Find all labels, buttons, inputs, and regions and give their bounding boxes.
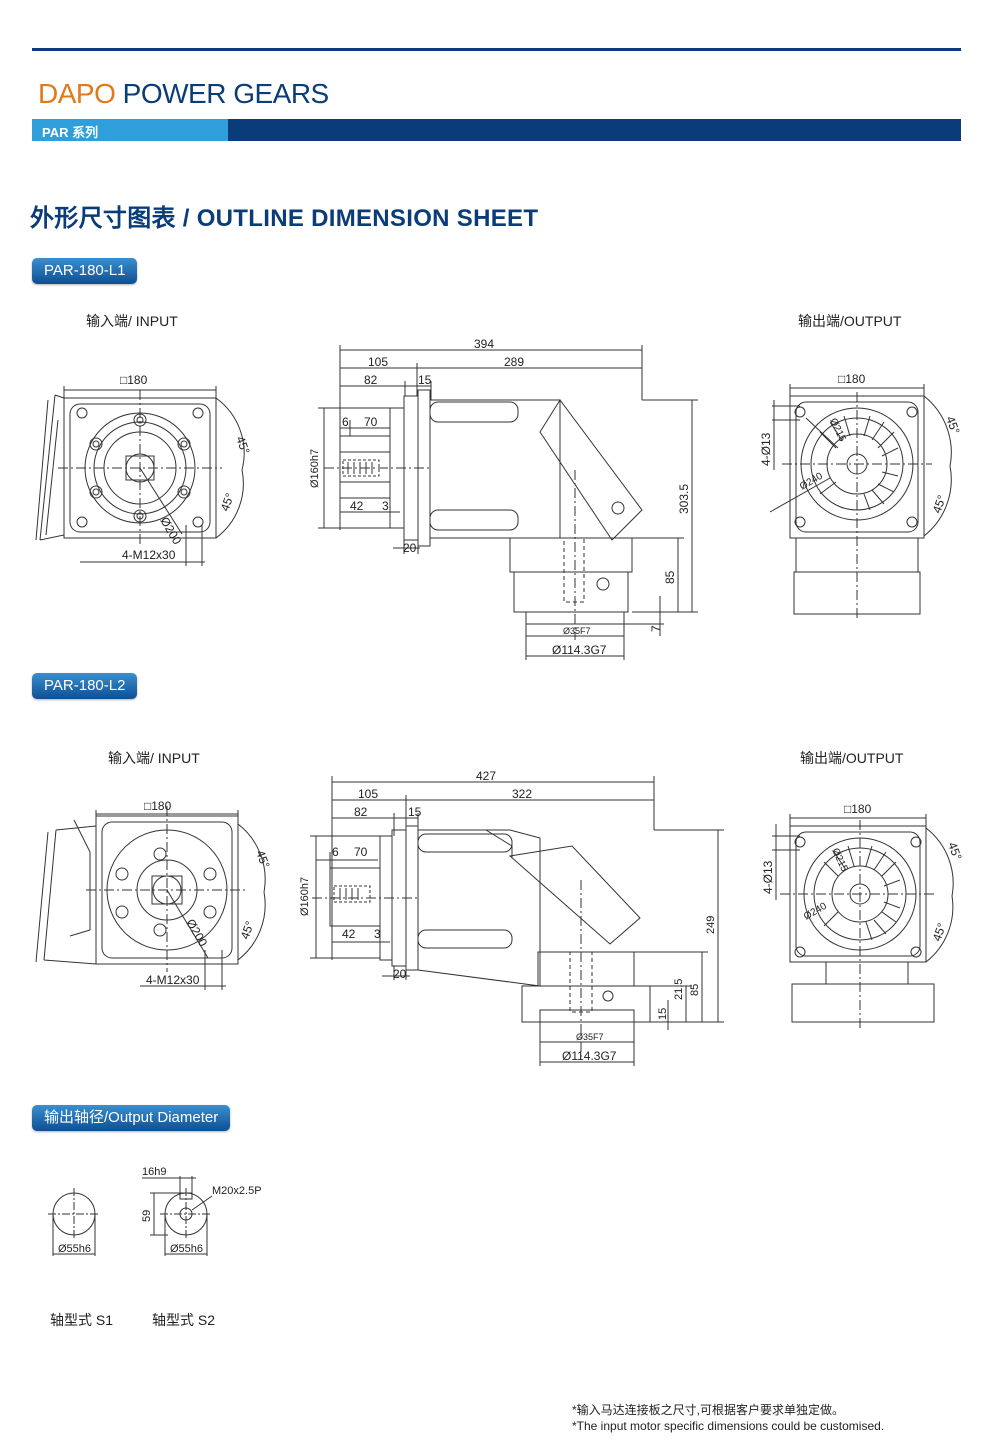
m2-pilot: Ø160h7 <box>299 877 311 916</box>
m2-len-6: 6 <box>332 845 339 859</box>
m1-len-82: 82 <box>364 373 378 387</box>
brand-part1: DAPO <box>38 78 116 109</box>
s1-dia: Ø55h6 <box>58 1243 91 1255</box>
m1-out-angle-b: 45° <box>930 493 949 515</box>
m1-len-3: 3 <box>382 499 389 513</box>
m2-out-square: □180 <box>844 802 872 816</box>
series-band-light <box>32 119 228 141</box>
m1-in-square: □180 <box>120 373 148 387</box>
page-title: 外形尺寸图表 / OUTLINE DIMENSION SHEET <box>30 205 539 232</box>
m1-len-289: 289 <box>504 355 524 369</box>
s2-thread: M20x2.5P <box>212 1185 262 1197</box>
m2-height-85: 85 <box>689 984 701 996</box>
s2-height: 59 <box>141 1210 153 1222</box>
m2-height-21-5: 21.5 <box>673 979 685 1000</box>
m2-flange-bore: Ø114.3G7 <box>562 1049 617 1063</box>
m1-flange-bore: Ø114.3G7 <box>552 643 607 657</box>
m1-len-70: 70 <box>364 415 378 429</box>
m1-len-105: 105 <box>368 355 388 369</box>
m2-len-105: 105 <box>358 787 378 801</box>
m2-in-angle-a: 45° <box>253 848 272 870</box>
series-band-dark <box>228 119 961 141</box>
model2-input-label: 输入端/ INPUT <box>108 750 200 766</box>
m1-len-42: 42 <box>350 499 364 513</box>
m1-height-7: 7 <box>649 625 663 632</box>
model1-output-label: 输出端/OUTPUT <box>798 313 902 329</box>
m2-len-42: 42 <box>342 927 356 941</box>
m2-shaft-bore: Ø35F7 <box>576 1032 604 1042</box>
m1-in-bolts: 4-M12x30 <box>122 548 176 562</box>
m1-len-6: 6 <box>342 415 349 429</box>
shaft-s1-label: 轴型式 S1 <box>50 1312 114 1328</box>
m2-in-square: □180 <box>144 799 172 813</box>
m2-len-3: 3 <box>374 927 381 941</box>
model2-tag: PAR-180-L2 <box>32 673 138 699</box>
m1-pilot: Ø160h7 <box>309 449 321 488</box>
series-label: PAR 系列 <box>42 125 99 140</box>
m1-in-angle-b: 45° <box>218 491 237 513</box>
m2-out-angle-b: 45° <box>930 921 949 943</box>
m1-total-len: 394 <box>474 337 494 351</box>
m1-out-angle-a: 45° <box>943 414 962 436</box>
m1-height-total: 303.5 <box>677 484 691 514</box>
model2-output-label: 输出端/OUTPUT <box>800 750 904 766</box>
m2-len-70: 70 <box>354 845 368 859</box>
brand-logo: DAPO POWER GEARS <box>38 78 329 110</box>
m1-len-15: 15 <box>418 373 432 387</box>
s2-dia: Ø55h6 <box>170 1243 203 1255</box>
m2-out-angle-a: 45° <box>945 840 964 862</box>
m1-out-square: □180 <box>838 372 866 386</box>
footer-note-en: *The input motor specific dimensions cou… <box>572 1419 885 1433</box>
m2-total-len: 427 <box>476 769 496 783</box>
brand-part2: POWER GEARS <box>122 78 330 109</box>
m1-in-angle-a: 45° <box>233 434 252 456</box>
m2-out-holes: 4-Ø13 <box>761 860 775 894</box>
footer-note-cn: *输入马达连接板之尺寸,可根据客户要求单独定做。 <box>572 1403 845 1417</box>
m2-len-15: 15 <box>408 805 422 819</box>
s2-key: 16h9 <box>142 1166 166 1178</box>
shaft-s2-label: 轴型式 S2 <box>152 1312 216 1328</box>
m2-len-20: 20 <box>393 967 407 981</box>
model1-tag: PAR-180-L1 <box>32 258 138 284</box>
m1-out-holes: 4-Ø13 <box>759 432 773 466</box>
m2-len-322: 322 <box>512 787 532 801</box>
m2-height-15: 15 <box>657 1008 669 1020</box>
m2-height-total: 249 <box>705 916 717 934</box>
m2-len-82: 82 <box>354 805 368 819</box>
model1-input-label: 输入端/ INPUT <box>86 313 178 329</box>
m1-shaft-bore: Ø35F7 <box>563 626 591 636</box>
output-diameter-tag: 输出轴径/Output Diameter <box>32 1105 231 1131</box>
m1-len-20: 20 <box>403 541 417 555</box>
m2-in-angle-b: 45° <box>238 919 257 941</box>
m2-in-bolts: 4-M12x30 <box>146 973 200 987</box>
m1-height-85: 85 <box>663 570 677 584</box>
header-rule <box>32 48 961 51</box>
